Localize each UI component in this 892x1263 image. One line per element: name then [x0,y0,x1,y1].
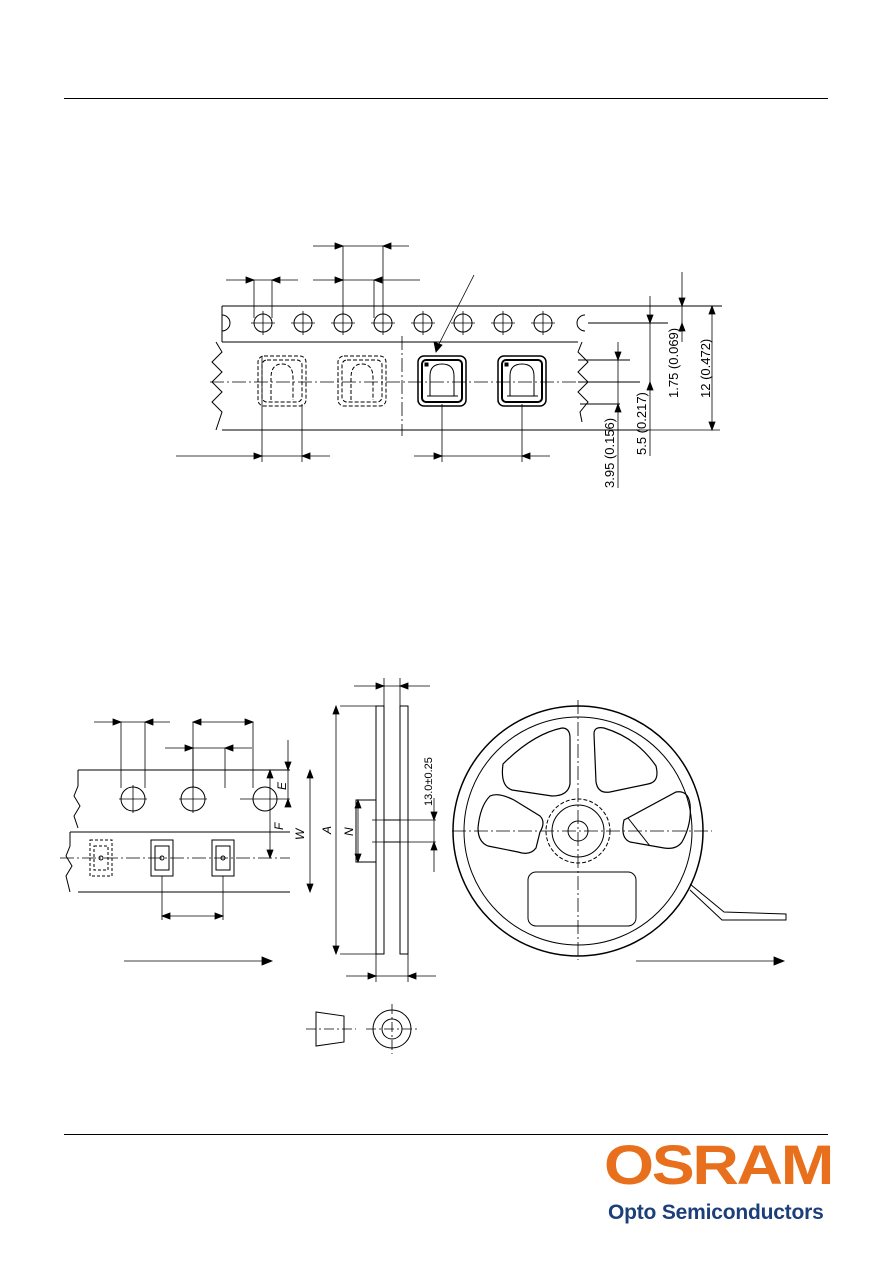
bottom-dimensions [176,356,550,462]
dim-5-5: 5.5 (0.217) [634,392,649,455]
label-A: A [320,826,334,835]
reel-side-view [332,678,438,982]
top-dimensions [226,242,475,353]
hub-dimension: 13.0±0.25 [423,757,435,806]
label-W: W [293,827,307,840]
hub-detail [306,1004,418,1054]
header-rule [64,98,828,99]
label-E: E [275,781,289,790]
reel-front-view [452,700,787,966]
osram-wordmark: OSRAM [604,1140,832,1188]
reel-figure: E F W A N 13.0±0.25 [60,678,787,1054]
right-dimensions [614,272,720,488]
dim-3-95: 3.95 (0.156) [602,418,617,488]
sprocket-holes [221,311,586,335]
dim-12: 12 (0.472) [698,339,713,398]
empty-pockets [257,355,387,407]
footer-rule [64,1134,828,1135]
dim-1-75: 1.75 (0.069) [666,328,681,398]
brand-tagline: Opto Semiconductors [608,1201,824,1224]
tape-segment [60,718,314,966]
osram-logo: OSRAM [604,1140,834,1188]
label-F: F [272,822,286,830]
label-N: N [342,827,356,836]
tape-figure: 1.75 (0.069) 12 (0.472) 5.5 (0.217) 3.95… [176,242,722,488]
filled-pockets [417,355,547,407]
